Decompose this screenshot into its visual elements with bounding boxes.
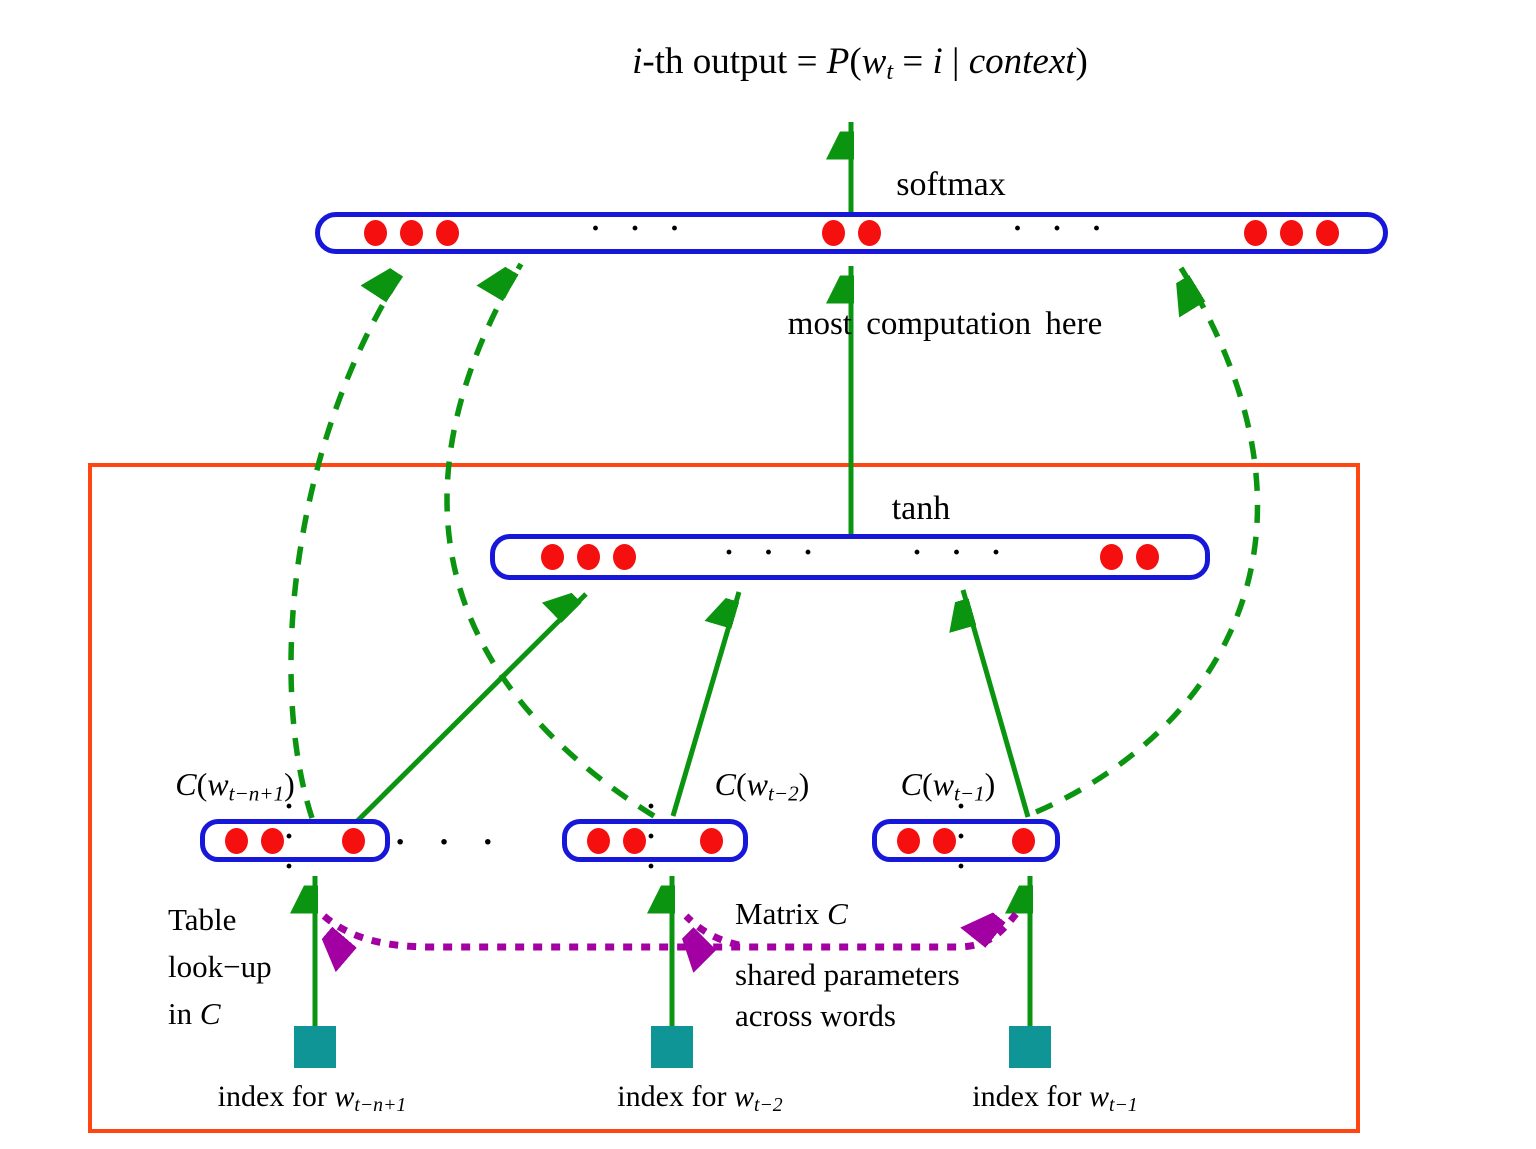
neuron-dot — [1099, 544, 1123, 570]
ellipsis: · · · — [284, 789, 306, 883]
table-lookup-note-line2: look−up — [168, 949, 272, 984]
softmax-output-layer: · · · · · · — [315, 212, 1388, 254]
word-index-node-2 — [651, 1026, 693, 1068]
ellipsis: · · · — [723, 536, 824, 569]
neuron-dot-group — [821, 220, 881, 246]
ellipsis: · · · — [646, 789, 668, 883]
matrix-c-label: Matrix C — [735, 896, 848, 931]
ellipsis: · · · — [1012, 212, 1113, 245]
ellipsis: · · · — [911, 536, 1012, 569]
between-embeddings-ellipsis: · · · — [394, 824, 506, 861]
neuron-dot — [623, 827, 646, 854]
word-index-node-3 — [1009, 1026, 1051, 1068]
neuron-dot-group — [225, 827, 284, 854]
neuron-dot — [436, 220, 459, 246]
ellipsis: · · · — [590, 212, 691, 245]
neuron-dot — [613, 544, 636, 570]
tanh-label: tanh — [891, 490, 951, 527]
neuron-dot-group — [587, 827, 646, 854]
neuron-dot — [400, 220, 423, 246]
table-lookup-note-line1: Table — [168, 902, 237, 937]
neuron-dot — [821, 220, 845, 246]
neuron-dot-group — [1099, 544, 1159, 570]
neuron-dot — [225, 827, 248, 854]
neuron-dot — [700, 827, 723, 854]
neuron-dot-group — [342, 827, 365, 854]
neuron-dot — [1315, 220, 1339, 246]
neuron-dot — [541, 544, 564, 570]
neuron-dot — [1243, 220, 1267, 246]
neuron-dot — [577, 544, 600, 570]
ellipsis: · · · — [956, 789, 978, 883]
word-index-node-1 — [294, 1026, 336, 1068]
model-boundary-box — [88, 463, 1360, 1133]
neuron-dot — [1012, 827, 1035, 854]
neuron-dot — [342, 827, 365, 854]
neuron-dot — [1135, 544, 1159, 570]
neuron-dot-group — [1243, 220, 1339, 246]
embedding-layer-2: · · · — [562, 791, 748, 881]
neuron-dot-group — [700, 827, 723, 854]
index-label-2: index for wt−2 — [617, 1080, 783, 1116]
output-formula: i-th output = P(wt = i | context) — [632, 41, 1088, 86]
neuron-dot-group — [364, 220, 459, 246]
neuron-dot — [364, 220, 387, 246]
tanh-hidden-layer: · · · · · · — [490, 534, 1210, 580]
neuron-dot-group — [897, 827, 956, 854]
neuron-dot — [857, 220, 881, 246]
embedding-layer-3: · · · — [872, 791, 1060, 881]
embedding-label-1: C(wt−n+1) — [175, 766, 295, 806]
embedding-label-2: C(wt−2) — [714, 766, 810, 806]
embedding-label-3: C(wt−1) — [900, 766, 996, 806]
most-computation-note: most computation here — [787, 306, 1103, 342]
neuron-dot — [933, 827, 956, 854]
index-label-1: index for wt−n+1 — [217, 1080, 407, 1116]
softmax-label: softmax — [896, 166, 1006, 203]
neuron-dot — [1279, 220, 1303, 246]
neuron-dot — [587, 827, 610, 854]
neuron-dot — [261, 827, 284, 854]
embedding-layer-1: · · · — [200, 791, 390, 881]
table-lookup-note-line3: in C — [168, 996, 221, 1031]
shared-params-note-line1: shared parameters — [735, 957, 960, 992]
neuron-dot-group — [541, 544, 636, 570]
neuron-dot-group — [1012, 827, 1035, 854]
shared-params-note-line2: across words — [735, 998, 896, 1033]
index-label-3: index for wt−1 — [972, 1080, 1138, 1116]
neuron-dot — [897, 827, 920, 854]
